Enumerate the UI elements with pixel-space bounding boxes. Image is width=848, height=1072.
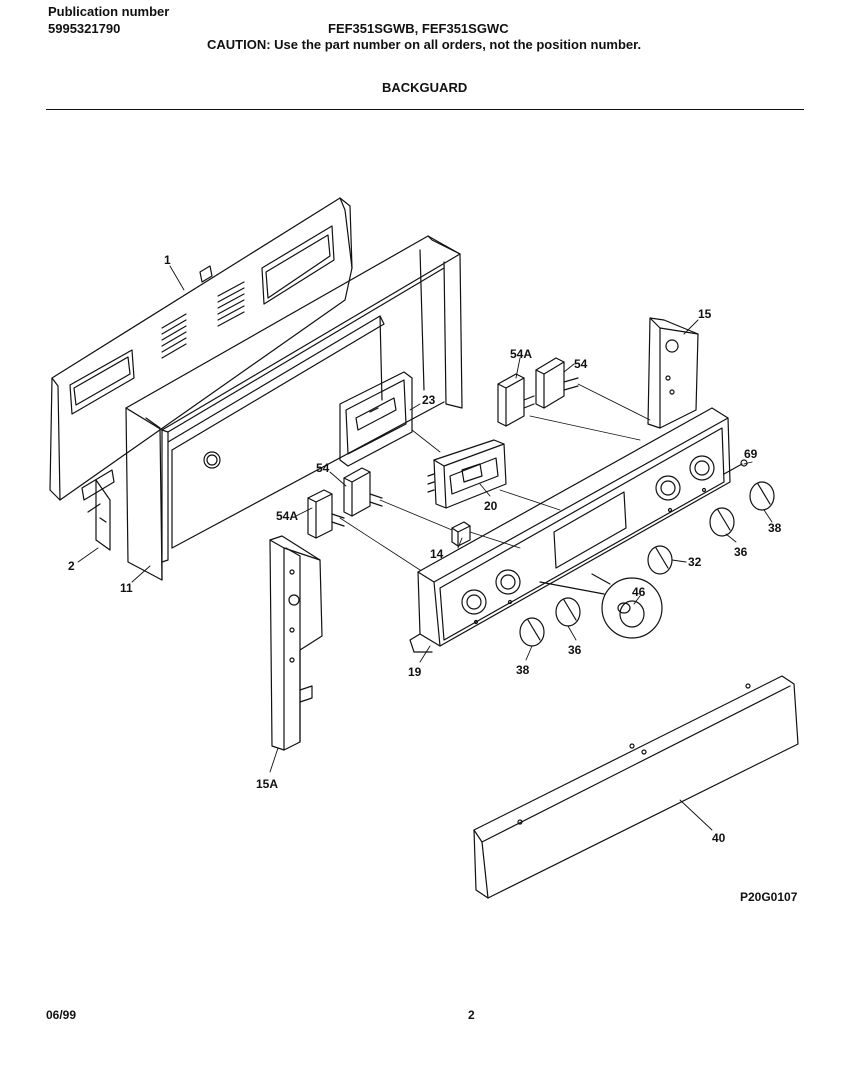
callout-2: 2 bbox=[68, 559, 75, 573]
publication-label: Publication number bbox=[48, 4, 170, 19]
backguard-frame-part-11 bbox=[95, 235, 463, 581]
knob-38-left bbox=[519, 617, 545, 647]
screw-part-69 bbox=[723, 459, 748, 475]
model-numbers: FEF351SGWB, FEF351SGWC bbox=[328, 21, 509, 36]
knob-38-right bbox=[749, 481, 775, 511]
switch-pair-lower bbox=[307, 467, 383, 539]
callout-40: 40 bbox=[712, 831, 726, 845]
callout-15: 15 bbox=[698, 307, 712, 321]
knob-36-right bbox=[709, 507, 735, 537]
end-bracket-part-15 bbox=[647, 317, 699, 429]
callout-23: 23 bbox=[422, 393, 436, 407]
switch-pair-upper bbox=[497, 357, 579, 427]
header-divider bbox=[46, 109, 804, 110]
publication-number: 5995321790 bbox=[48, 21, 121, 36]
callout-1: 1 bbox=[164, 253, 171, 267]
callout-36-left: 36 bbox=[568, 643, 582, 657]
knob-openings bbox=[461, 455, 715, 615]
bracket-part-23 bbox=[339, 371, 413, 467]
callout-46: 46 bbox=[632, 585, 646, 599]
callout-labels: 1 2 11 14 15 15A 19 20 23 32 36 36 38 38… bbox=[68, 253, 782, 845]
rear-panel-part-1 bbox=[49, 197, 353, 513]
page-number: 2 bbox=[468, 1008, 475, 1022]
callout-38-right: 38 bbox=[768, 521, 782, 535]
callout-54-upper: 54 bbox=[574, 357, 588, 371]
revision-date: 06/99 bbox=[46, 1008, 77, 1022]
detail-circle-part-46 bbox=[539, 573, 663, 639]
end-bracket-part-15a bbox=[269, 535, 323, 751]
indicator-part-14 bbox=[451, 521, 471, 547]
callout-54-lower: 54 bbox=[316, 461, 330, 475]
clock-control-part-20 bbox=[427, 439, 507, 509]
leader-lines bbox=[77, 265, 773, 831]
callout-20: 20 bbox=[484, 499, 498, 513]
caution-note: CAUTION: Use the part number on all orde… bbox=[207, 37, 642, 52]
callout-36-right: 36 bbox=[734, 545, 748, 559]
callout-54a-upper: 54A bbox=[510, 347, 532, 361]
callout-11: 11 bbox=[120, 581, 133, 595]
callout-19: 19 bbox=[408, 665, 422, 679]
control-panel-part-19 bbox=[409, 407, 731, 653]
knob-set bbox=[519, 481, 775, 647]
callout-38-left: 38 bbox=[516, 663, 530, 677]
section-title: BACKGUARD bbox=[382, 80, 468, 95]
figure-code: P20G0107 bbox=[740, 890, 798, 904]
callout-32: 32 bbox=[688, 555, 702, 569]
vent-slots bbox=[161, 281, 245, 359]
assembly-lines bbox=[339, 383, 651, 571]
callout-15a: 15A bbox=[256, 777, 278, 791]
callout-69: 69 bbox=[744, 447, 758, 461]
knob-36-left bbox=[555, 597, 581, 627]
callout-14: 14 bbox=[430, 547, 444, 561]
knob-32 bbox=[647, 545, 673, 575]
trim-part-40 bbox=[473, 675, 799, 899]
callout-54a-lower: 54A bbox=[276, 509, 298, 523]
